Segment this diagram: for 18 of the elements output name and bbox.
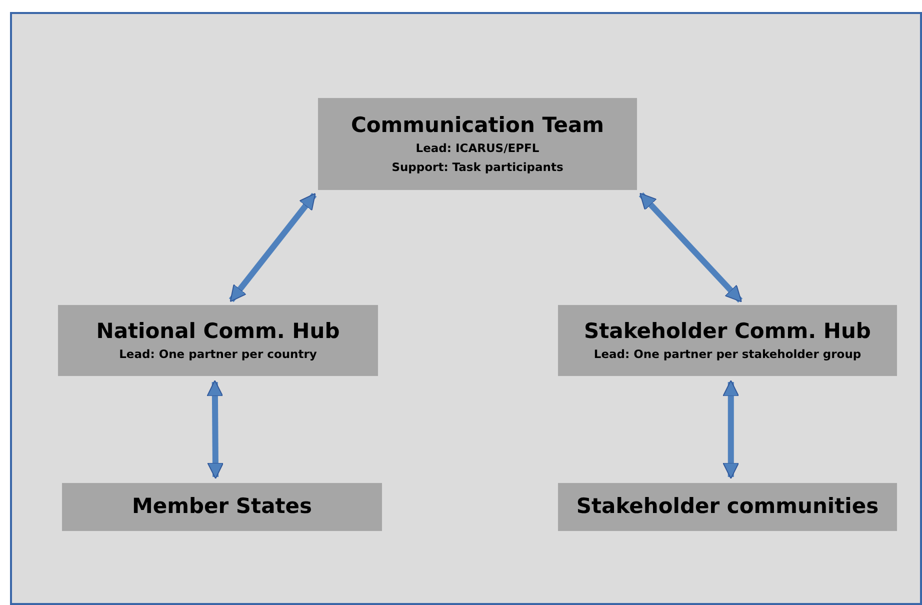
process-box [318, 98, 637, 190]
double-arrow [228, 192, 317, 302]
box-subtitle: Lead: One partner per country [119, 346, 317, 363]
process-box [558, 305, 897, 376]
double-arrow [638, 192, 743, 303]
box-title: Stakeholder communities [576, 493, 879, 520]
box-subtitle: Lead: One partner per stakeholder group [594, 346, 862, 363]
process-box [558, 483, 897, 531]
box-subtitle: Lead: ICARUS/EPFL [416, 140, 540, 158]
box-title: Stakeholder Comm. Hub [584, 318, 871, 345]
process-box [62, 483, 382, 531]
double-arrow [722, 380, 740, 480]
process-box [58, 305, 378, 376]
box-subtitle: Support: Task participants [392, 158, 564, 176]
box-title: Member States [132, 493, 312, 520]
box-title: National Comm. Hub [96, 318, 340, 345]
double-arrow [206, 380, 224, 480]
box-title: Communication Team [350, 112, 604, 139]
